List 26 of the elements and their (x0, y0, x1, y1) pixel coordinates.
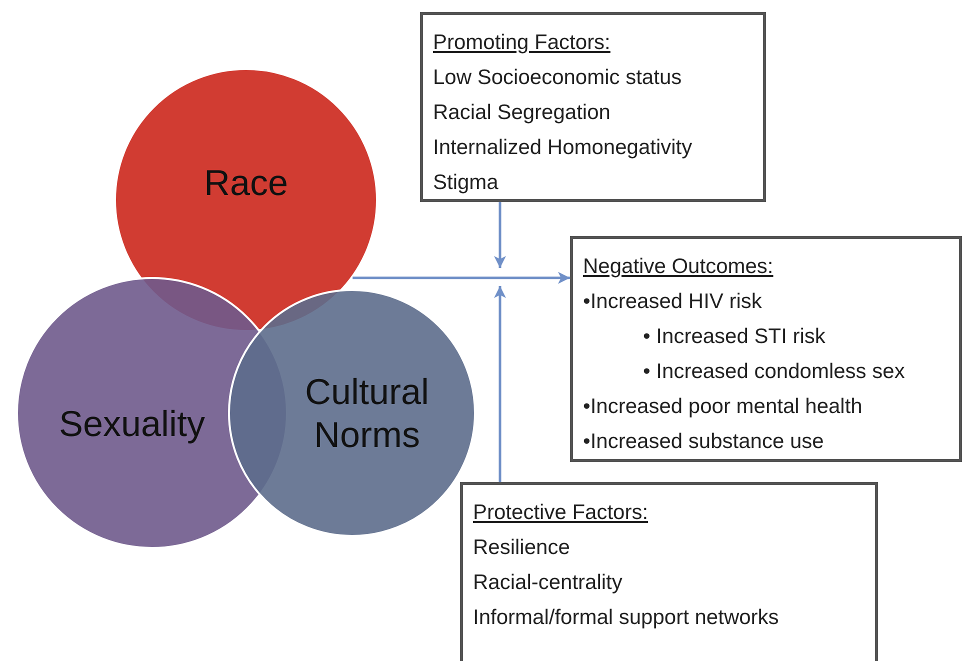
list-item: Low Socioeconomic status (433, 65, 682, 91)
arrow (494, 286, 506, 482)
box-heading: Promoting Factors: (433, 30, 610, 56)
list-item: •Increased substance use (583, 429, 824, 455)
arrow (494, 202, 506, 268)
list-item: Racial-centrality (473, 570, 622, 596)
box-heading: Negative Outcomes: (583, 254, 774, 280)
arrow (352, 272, 570, 284)
list-item: Racial Segregation (433, 100, 610, 126)
list-item: •Increased poor mental health (583, 394, 862, 420)
text-box (460, 482, 878, 661)
venn-circle (114, 68, 378, 332)
list-item: • Increased STI risk (643, 324, 826, 350)
circle-label: Cultural Norms (304, 370, 430, 456)
list-item: Informal/formal support networks (473, 605, 779, 631)
circle-label: Sexuality (58, 402, 206, 445)
circle-label: Race (202, 160, 290, 204)
box-heading: Protective Factors: (473, 500, 648, 526)
list-item: • Increased condomless sex (643, 359, 905, 385)
text-box (570, 236, 962, 462)
text-box (420, 12, 766, 202)
list-item: Resilience (473, 535, 570, 561)
venn-circle (228, 289, 476, 537)
list-item: Stigma (433, 170, 498, 196)
list-item: •Increased HIV risk (583, 289, 762, 315)
list-item: Internalized Homonegativity (433, 135, 692, 161)
